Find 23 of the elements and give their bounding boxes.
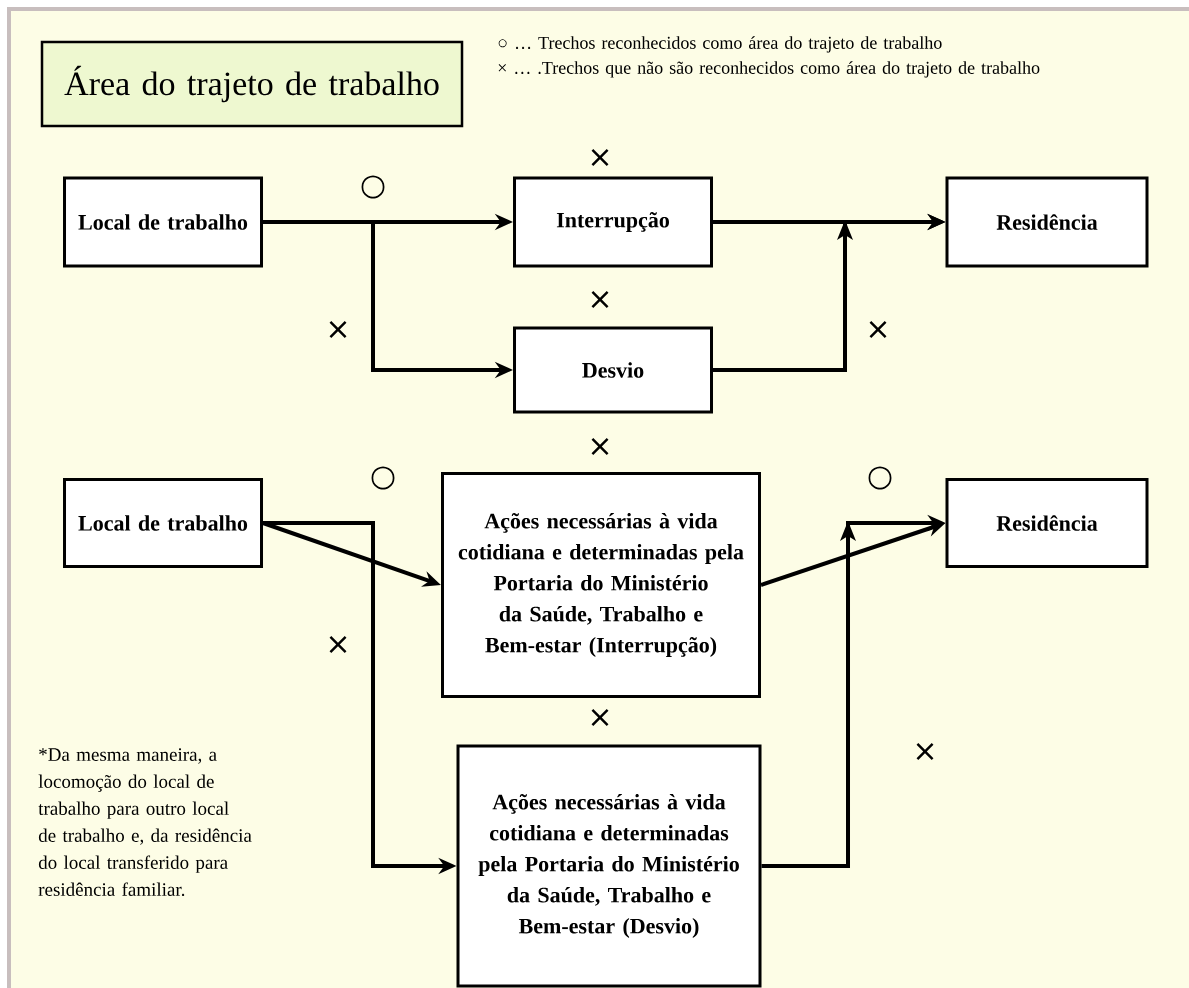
edge-label: × [324, 635, 352, 655]
process-box: Interrupção [513, 176, 713, 268]
cross-mark: × [591, 291, 609, 308]
process-box: Local de trabalho [63, 478, 263, 568]
cross-mark: × [591, 438, 609, 455]
cross-mark: × [591, 709, 609, 726]
edge-label: ○ [368, 465, 398, 491]
process-box: Ações necessárias à vida cotidiana e determinadas pela Portaria do Ministério da Saúde, Trabalho e Bem-estar (Interrupção) [441, 472, 761, 698]
edge-label: × [324, 320, 352, 340]
edge-label: ○ [865, 465, 895, 491]
note-text: *Da mesma maneira, a locomoção do local de trabalho para outro local de trabalho e, da residência do local transferido para residência familiar. [38, 748, 252, 897]
edge-label: ○ [358, 174, 388, 200]
legend-entry: × … .Trechos que não são reconhecidos como área do trajeto de trabalho [498, 61, 1040, 78]
edge-label: × [911, 742, 939, 762]
cross-mark: × [591, 149, 609, 166]
process-box: Residência [945, 176, 1149, 268]
edge-label: × [864, 320, 892, 340]
legend-entry: ○ … Trechos reconhecidos como área do trajeto de trabalho [498, 36, 942, 53]
process-box: Ações necessárias à vida cotidiana e determinadas pela Portaria do Ministério da Saúde, Trabalho e Bem-estar (Desvio) [456, 744, 762, 988]
process-box: Local de trabalho [63, 176, 263, 268]
title-box: Área do trajeto de trabalho [40, 40, 464, 128]
process-box: Desvio [513, 326, 713, 414]
process-box: Residência [945, 478, 1149, 568]
